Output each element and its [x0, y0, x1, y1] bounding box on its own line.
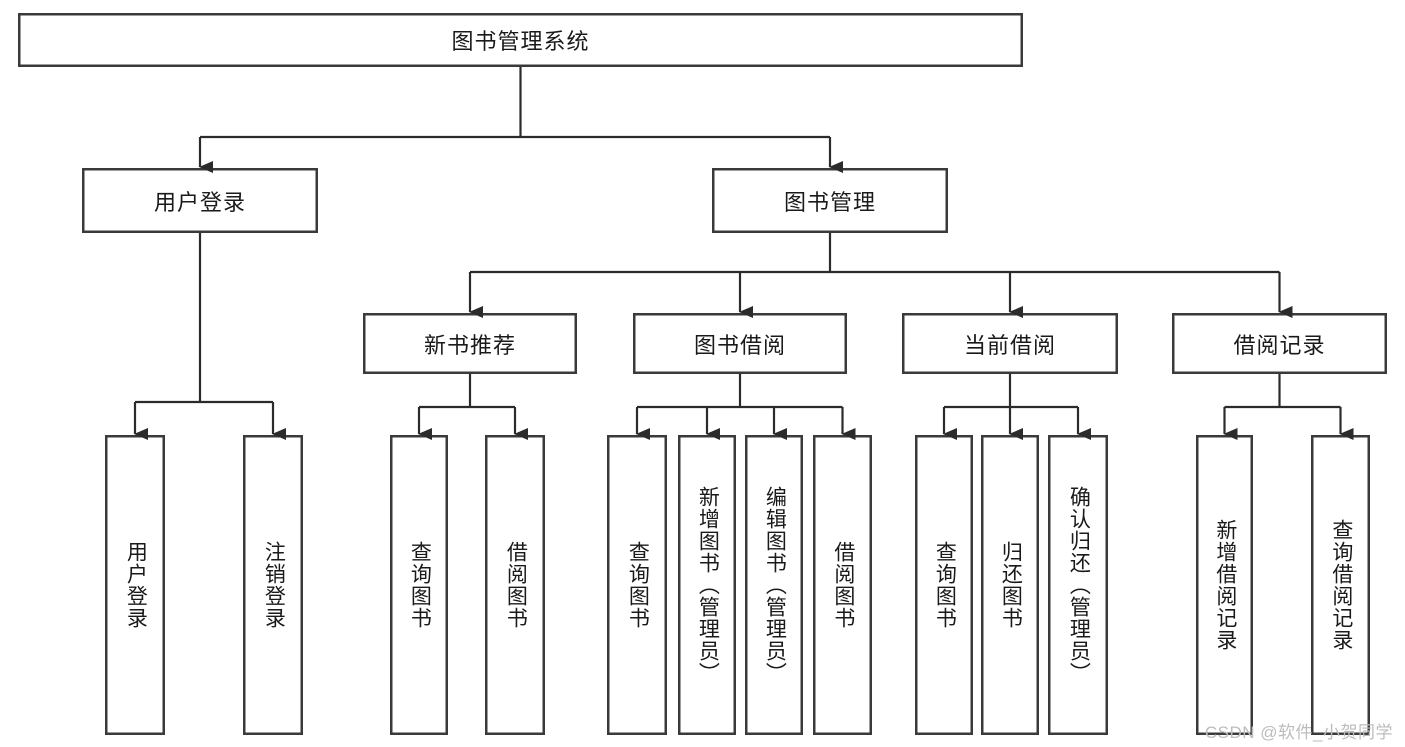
node-box-user-login[interactable]: [82, 168, 318, 233]
node-box-leaf-query-borrow-record[interactable]: [1311, 435, 1370, 735]
node-box-leaf-user-login[interactable]: [105, 435, 165, 735]
node-box-leaf-add-book-admin[interactable]: [678, 435, 736, 735]
node-box-leaf-edit-book-admin[interactable]: [745, 435, 803, 735]
node-box-leaf-borrow-book[interactable]: [813, 435, 872, 735]
node-box-leaf-confirm-return-admin[interactable]: [1048, 435, 1108, 735]
node-box-leaf-user-logout[interactable]: [243, 435, 303, 735]
node-box-root[interactable]: [18, 13, 1023, 67]
csdn-watermark: CSDN @软件_小贺同学: [1204, 723, 1393, 742]
node-box-borrow-record[interactable]: [1172, 313, 1387, 374]
connector-edges-layer: [133, 67, 1354, 440]
node-box-leaf-borrow-book-rec[interactable]: [485, 435, 545, 735]
node-box-current-borrow[interactable]: [902, 313, 1118, 374]
node-box-book-manage[interactable]: [712, 168, 948, 233]
node-box-leaf-query-book-current[interactable]: [915, 435, 973, 735]
node-box-leaf-add-borrow-record[interactable]: [1196, 435, 1253, 735]
node-box-leaf-return-book[interactable]: [981, 435, 1039, 735]
node-box-book-borrow[interactable]: [633, 313, 847, 374]
node-box-new-book-rec[interactable]: [363, 313, 577, 374]
node-box-leaf-query-book-borrow[interactable]: [607, 435, 667, 735]
node-box-leaf-query-book-rec[interactable]: [390, 435, 448, 735]
node-boxes-layer: [18, 13, 1387, 735]
